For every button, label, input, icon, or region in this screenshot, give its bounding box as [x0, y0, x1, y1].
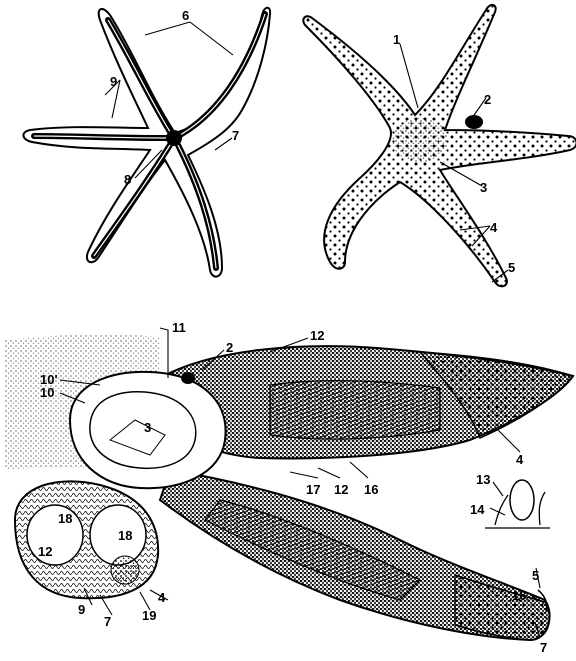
label-l5b: 5 [532, 568, 539, 583]
label-l9a: 9 [110, 74, 117, 89]
label-l4c: 4 [158, 590, 166, 605]
label-l19: 19 [142, 608, 156, 623]
label-l5a: 5 [508, 260, 515, 275]
label-l3a: 3 [480, 180, 487, 195]
label-l4b: 4 [516, 452, 524, 467]
label-l6: 6 [182, 8, 189, 23]
label-l2a: 2 [484, 92, 491, 107]
label-l16: 16 [364, 482, 378, 497]
label-l17: 17 [306, 482, 320, 497]
central-disk [392, 118, 448, 162]
label-l7a: 7 [232, 128, 239, 143]
label-l15: 15 [512, 588, 526, 603]
label-l14: 14 [470, 502, 485, 517]
aboral-view-starfish [303, 5, 576, 286]
gonad-left [27, 505, 83, 565]
label-l18a: 18 [58, 511, 72, 526]
madreporite [465, 115, 483, 129]
label-l1: 1 [393, 32, 400, 47]
mouth [166, 130, 182, 146]
tube-foot-inset [485, 480, 550, 528]
label-l3b: 3 [144, 420, 151, 435]
ampulla-cluster [111, 556, 139, 584]
madreporite-dissected [181, 372, 195, 384]
cardiac-stomach [90, 392, 196, 469]
label-l7b: 7 [104, 614, 111, 629]
label-l18b: 18 [118, 528, 132, 543]
label-l12c: 12 [38, 544, 52, 559]
label-l10: 10 [40, 385, 54, 400]
label-l2b: 2 [226, 340, 233, 355]
label-l9b: 9 [78, 602, 85, 617]
label-l11: 11 [172, 320, 186, 335]
label-l12b: 12 [334, 482, 348, 497]
label-l7c: 7 [540, 640, 547, 655]
label-l4a: 4 [490, 220, 498, 235]
pyloric-caecum-upper [270, 381, 440, 439]
label-l8: 8 [124, 172, 131, 187]
label-l12a: 12 [310, 328, 324, 343]
label-l13: 13 [476, 472, 490, 487]
